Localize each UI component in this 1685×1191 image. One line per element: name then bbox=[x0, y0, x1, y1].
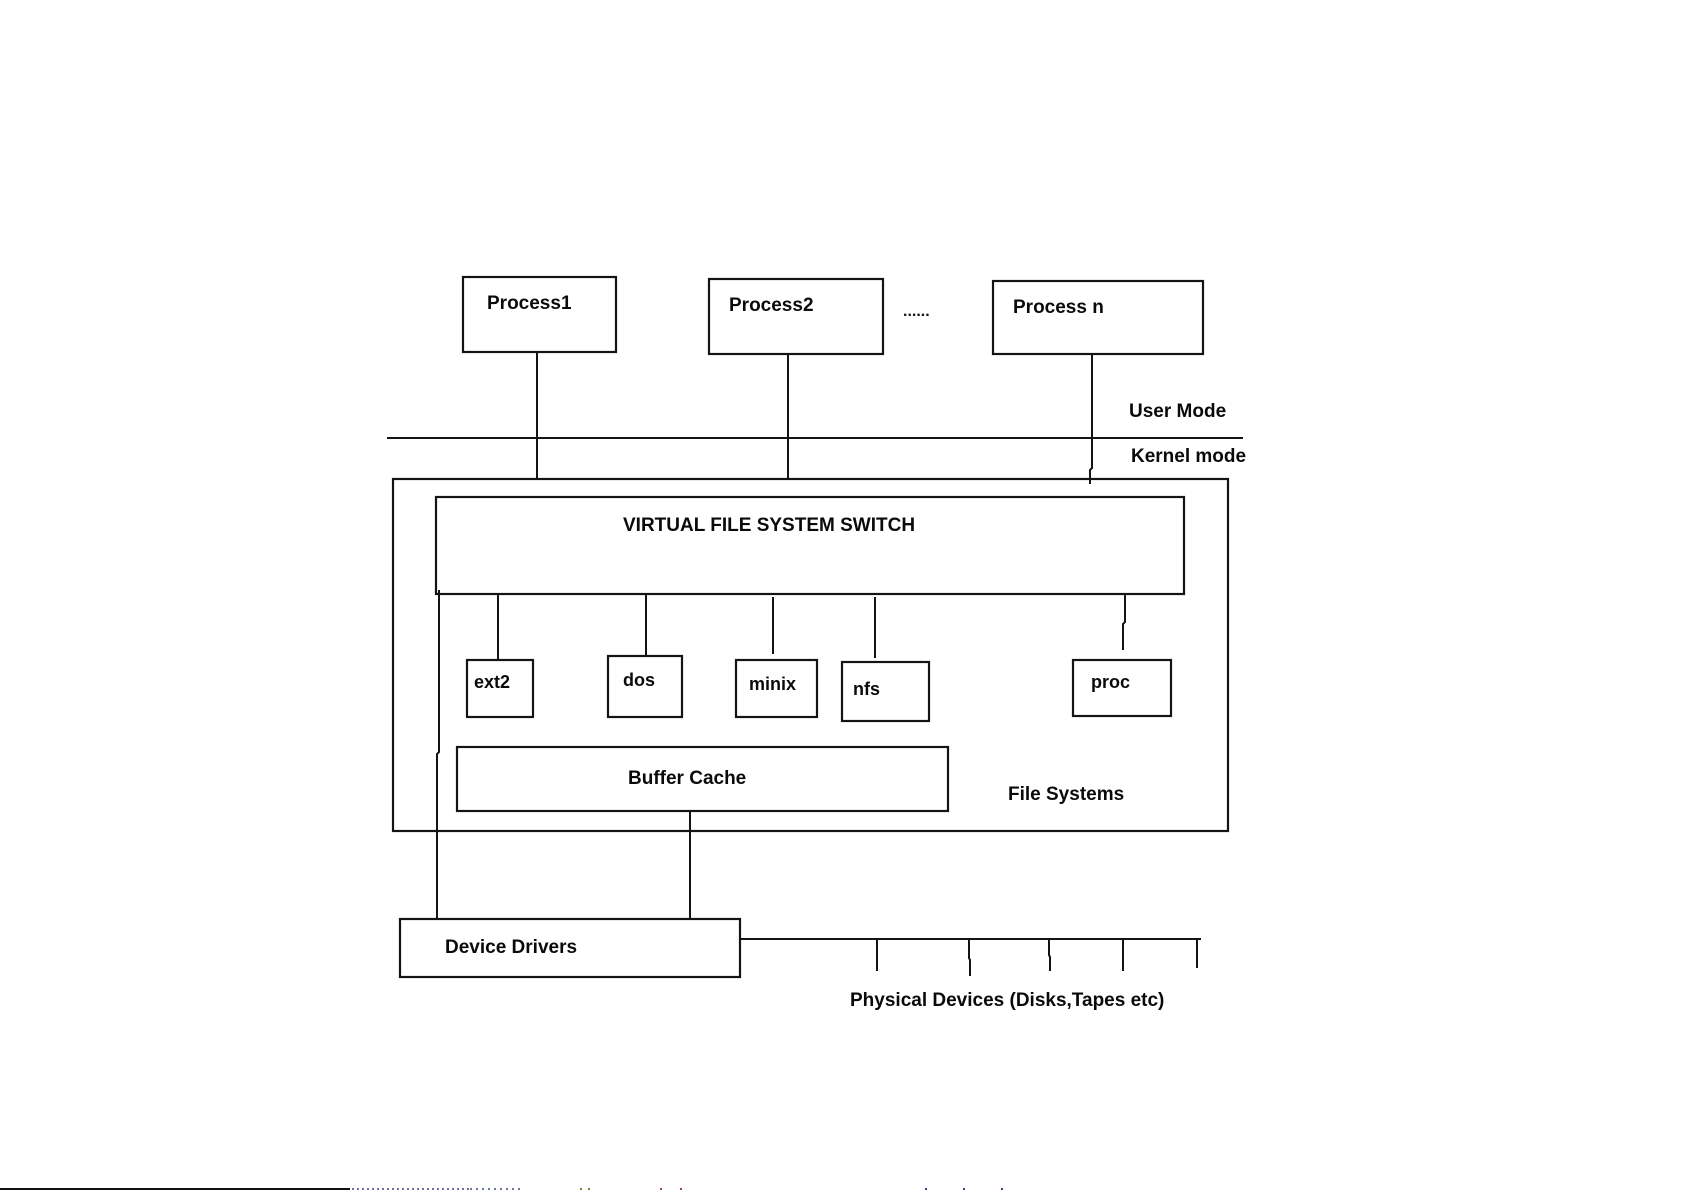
dos-rect bbox=[606, 654, 684, 719]
user-mode-label: User Mode bbox=[1129, 401, 1226, 422]
buffer-cache-label: Buffer Cache bbox=[628, 768, 746, 789]
vfs-to-device-drivers-connector bbox=[436, 590, 440, 919]
ext2-label: ext2 bbox=[474, 672, 510, 692]
nfs-rect bbox=[840, 660, 931, 723]
fs-box-minix: minix bbox=[734, 658, 819, 719]
process-n-rect bbox=[991, 279, 1205, 356]
vfs-label: VIRTUAL FILE SYSTEM SWITCH bbox=[623, 515, 915, 536]
process-box-1: Process1 bbox=[461, 275, 618, 354]
physical-device-tick bbox=[1048, 939, 1051, 971]
proc-label: proc bbox=[1091, 672, 1130, 692]
process-box-n: Process n bbox=[991, 279, 1205, 356]
proc-rect bbox=[1071, 658, 1173, 718]
device-drivers-rect bbox=[398, 917, 742, 979]
process-2-rect bbox=[707, 277, 885, 356]
process-n-connector bbox=[1089, 354, 1093, 484]
device-drivers-box: Device Drivers bbox=[398, 917, 742, 979]
kernel-mode-label: Kernel mode bbox=[1131, 446, 1246, 467]
file-systems-container bbox=[391, 477, 1230, 833]
process-2-label: Process2 bbox=[729, 295, 814, 316]
buffer-cache-rect bbox=[455, 745, 950, 813]
ext2-rect bbox=[465, 658, 535, 719]
physical-devices-label: Physical Devices (Disks,Tapes etc) bbox=[850, 990, 1164, 1011]
fs-box-dos: dos bbox=[606, 654, 684, 719]
file-systems-label: File Systems bbox=[1008, 784, 1124, 805]
process-n-label: Process n bbox=[1013, 297, 1104, 318]
process-ellipsis: ...... bbox=[903, 303, 930, 320]
fs-box-nfs: nfs bbox=[840, 660, 931, 723]
process-box-2: Process2 bbox=[707, 277, 885, 356]
vfs-box: VIRTUAL FILE SYSTEM SWITCH bbox=[434, 495, 1186, 596]
fs-box-proc: proc bbox=[1071, 658, 1173, 718]
physical-device-tick bbox=[968, 939, 971, 976]
process-1-label: Process1 bbox=[487, 293, 572, 314]
vfs-rect bbox=[434, 495, 1186, 596]
proc-connector bbox=[1122, 594, 1126, 650]
minix-label: minix bbox=[749, 674, 796, 694]
device-drivers-label: Device Drivers bbox=[445, 937, 577, 958]
buffer-cache-box: Buffer Cache bbox=[455, 745, 950, 813]
nfs-label: nfs bbox=[853, 679, 880, 699]
process-1-rect bbox=[461, 275, 618, 354]
dos-label: dos bbox=[623, 670, 655, 690]
minix-rect bbox=[734, 658, 819, 719]
fs-box-ext2: ext2 bbox=[465, 658, 535, 719]
